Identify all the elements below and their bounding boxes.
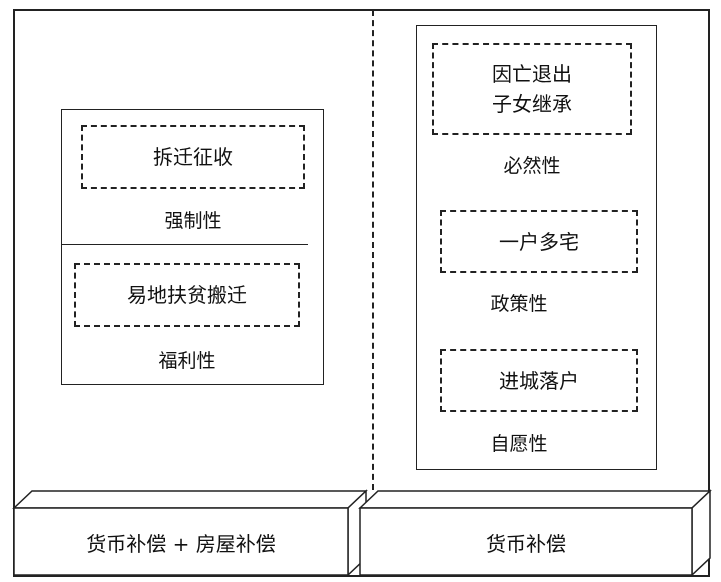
outer-frame xyxy=(13,9,710,577)
urban-settlement-box: 进城落户 xyxy=(440,349,638,412)
poverty-relocation-text: 易地扶贫搬迁 xyxy=(127,283,247,307)
center-dashed-divider xyxy=(372,10,374,490)
demolition-expropriation-text: 拆迁征收 xyxy=(153,145,233,169)
left-base-front xyxy=(13,507,349,576)
left-base-caption: 货币补偿 + 房屋补偿 xyxy=(86,531,276,556)
right-base-block xyxy=(358,489,712,577)
death-inheritance-line2: 子女继承 xyxy=(492,92,572,116)
welfare-label: 福利性 xyxy=(158,350,216,372)
left-panel-separator xyxy=(61,244,308,245)
urban-settlement-text: 进城落户 xyxy=(499,368,579,393)
poverty-relocation-box: 易地扶贫搬迁 xyxy=(74,263,300,327)
mandatory-label: 强制性 xyxy=(164,210,222,232)
death-inheritance-box: 因亡退出 子女继承 xyxy=(432,43,632,135)
demolition-expropriation-box: 拆迁征收 xyxy=(81,125,305,189)
policy-label: 政策性 xyxy=(490,293,548,315)
inevitable-label: 必然性 xyxy=(503,155,561,177)
right-base-top xyxy=(358,490,712,509)
death-inheritance-line1: 因亡退出 xyxy=(492,62,572,86)
multiple-homesteads-text: 一户多宅 xyxy=(499,229,579,254)
voluntary-label: 自愿性 xyxy=(490,433,548,455)
left-base-block xyxy=(12,489,368,577)
right-base-front xyxy=(359,507,693,576)
left-base-top xyxy=(12,490,368,509)
right-base-caption: 货币补偿 xyxy=(486,531,566,556)
multiple-homesteads-box: 一户多宅 xyxy=(440,210,638,273)
